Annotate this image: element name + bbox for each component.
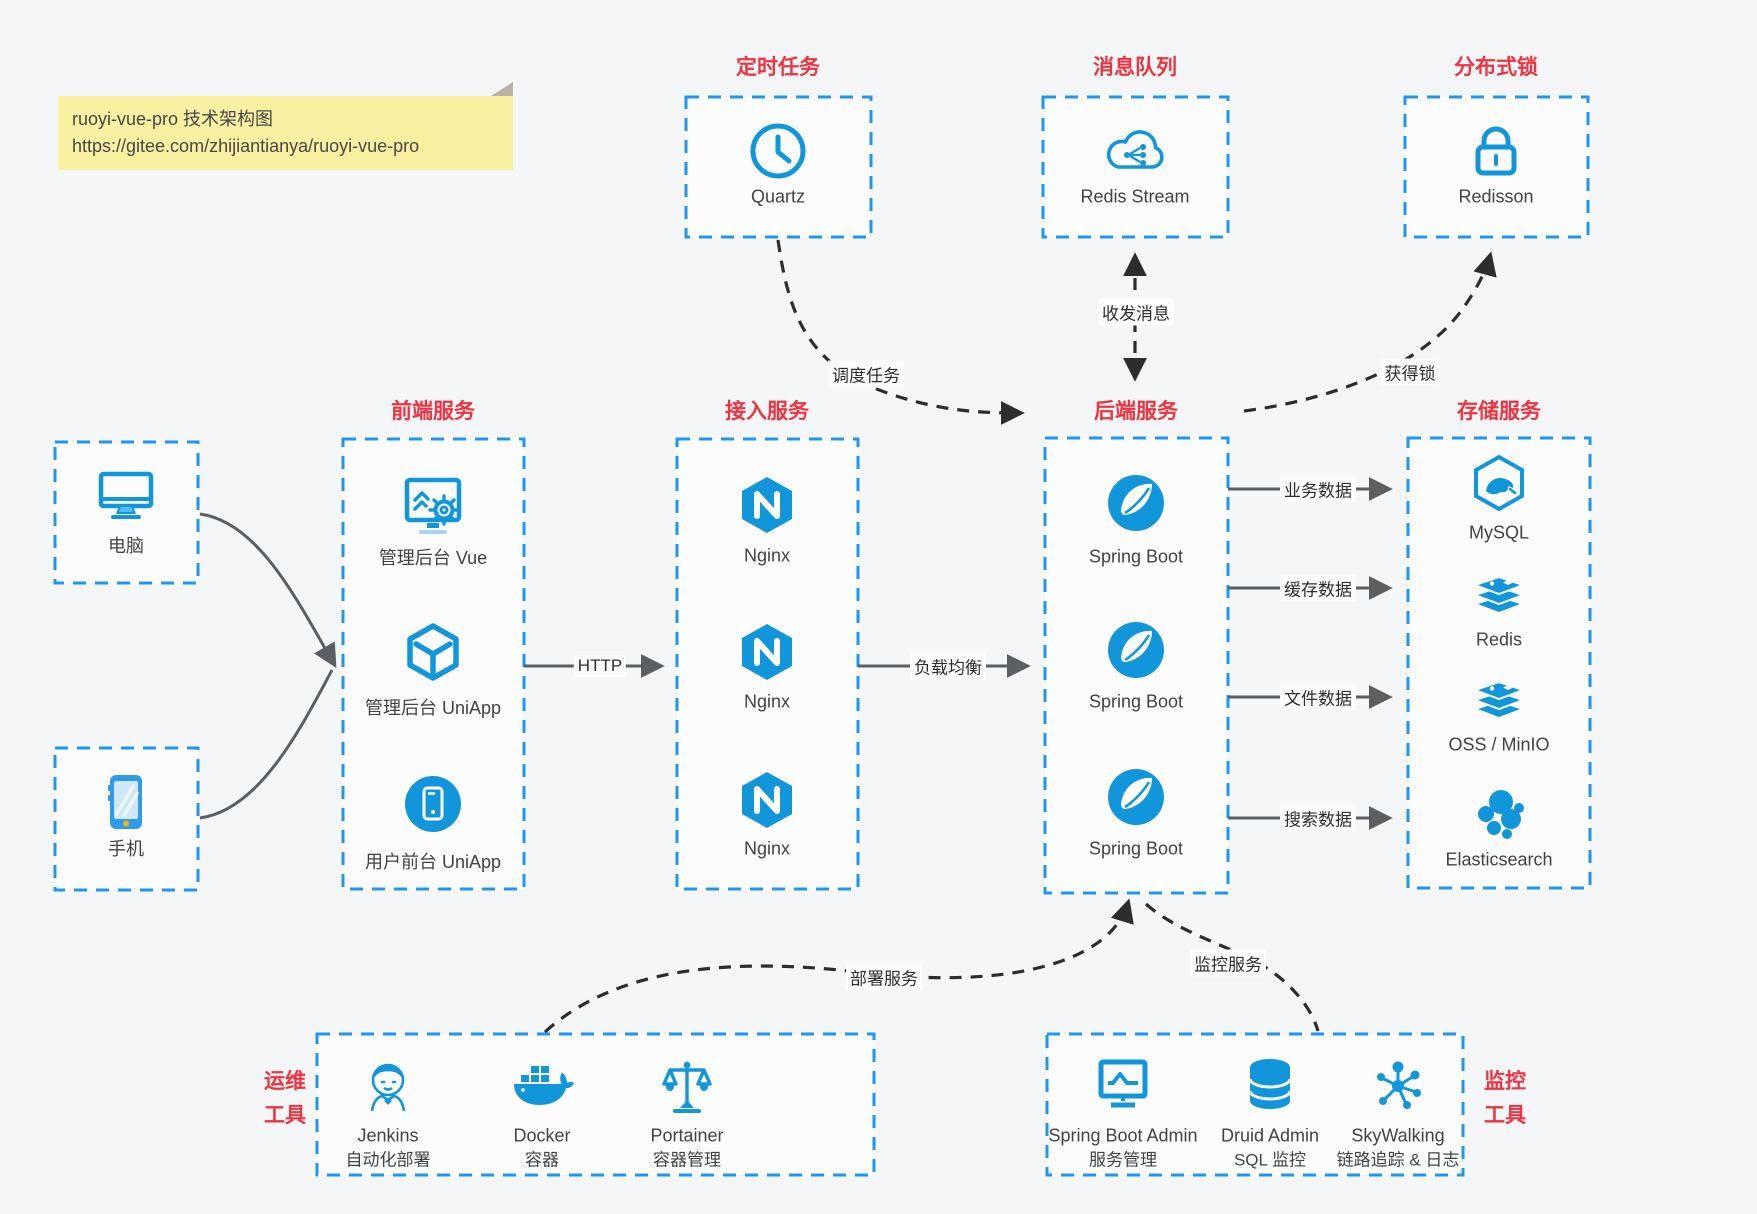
uniapp-cube-icon xyxy=(401,621,465,685)
admin-vue-icon xyxy=(399,473,467,537)
edge-label-monitor: 监控服务 xyxy=(1190,949,1266,977)
ops-tool-sub: 容器管理 xyxy=(653,1150,721,1170)
skywalking-icon xyxy=(1370,1056,1426,1112)
edge-label-messaging: 收发消息 xyxy=(1098,298,1174,326)
note-title: ruoyi-vue-pro 技术架构图 xyxy=(72,109,274,129)
mobile-icon xyxy=(102,771,150,833)
arrow-pc-to-frontend xyxy=(199,512,337,669)
druid-icon xyxy=(1244,1055,1296,1113)
edge-label-deploy: 部署服务 xyxy=(846,963,922,991)
lock-icon xyxy=(1466,119,1526,183)
storage-item-label: Redis xyxy=(1475,629,1523,650)
monitor-tool-name: Druid Admin xyxy=(1220,1125,1320,1146)
edge-label-cache-data: 缓存数据 xyxy=(1280,574,1356,602)
gateway-item-label: Nginx xyxy=(743,545,791,566)
desktop-icon xyxy=(95,468,157,526)
nginx-icon xyxy=(738,621,796,683)
springboot-admin-icon xyxy=(1093,1056,1153,1112)
frontend-item-label: 管理后台 UniApp xyxy=(364,698,502,718)
monitor-tools-label: 监控 工具 xyxy=(1484,1070,1526,1127)
box-quartz xyxy=(684,95,873,239)
ops-tool-sub: 容器 xyxy=(525,1150,559,1170)
arrow-acquire-lock xyxy=(1243,251,1497,413)
arrow-schedule xyxy=(776,239,1025,425)
title-frontend: 前端服务 xyxy=(391,400,475,423)
portainer-icon xyxy=(658,1056,716,1116)
edge-label-http: HTTP xyxy=(573,655,627,677)
elasticsearch-icon xyxy=(1471,785,1527,841)
gateway-item-label: Nginx xyxy=(743,691,791,712)
springboot-icon xyxy=(1105,766,1167,828)
title-storage: 存储服务 xyxy=(1457,400,1541,423)
edge-label-business-data: 业务数据 xyxy=(1280,475,1356,503)
client-pc-label: 电脑 xyxy=(108,536,144,556)
user-uniapp-icon xyxy=(401,772,465,836)
storage-item-label: Elasticsearch xyxy=(1445,849,1553,870)
monitor-tool-sub: 链路追踪 & 日志 xyxy=(1336,1150,1460,1170)
monitor-tool-name: Spring Boot Admin xyxy=(1048,1125,1198,1146)
note-fold-corner xyxy=(491,82,513,96)
frontend-item-label: 用户前台 UniApp xyxy=(364,852,502,872)
mysql-icon xyxy=(1470,454,1528,512)
redis-stream-label: Redis Stream xyxy=(1080,186,1190,207)
arrow-phone-to-frontend xyxy=(199,669,334,820)
title-gateway: 接入服务 xyxy=(725,400,809,423)
clock-icon xyxy=(746,119,810,183)
title-backend: 后端服务 xyxy=(1094,400,1178,423)
edge-label-file-data: 文件数据 xyxy=(1280,683,1356,711)
redis-icon xyxy=(1468,564,1530,620)
title-message-queue: 消息队列 xyxy=(1093,56,1177,79)
springboot-icon xyxy=(1105,472,1167,534)
edge-label-search-data: 搜索数据 xyxy=(1280,804,1356,832)
nginx-icon xyxy=(738,769,796,831)
backend-item-label: Spring Boot xyxy=(1088,838,1184,859)
client-phone-label: 手机 xyxy=(108,839,144,859)
edge-label-schedule: 调度任务 xyxy=(828,360,904,388)
edge-label-load-balance: 负载均衡 xyxy=(910,652,986,680)
backend-item-label: Spring Boot xyxy=(1088,691,1184,712)
title-scheduled-tasks: 定时任务 xyxy=(736,56,820,79)
docker-icon xyxy=(509,1060,575,1112)
storage-item-label: MySQL xyxy=(1468,522,1530,543)
title-distributed-lock: 分布式锁 xyxy=(1454,56,1538,79)
redisson-label: Redisson xyxy=(1458,186,1534,207)
note-url: https://gitee.com/zhijiantianya/ruoyi-vu… xyxy=(72,136,420,156)
box-ops-tools xyxy=(315,1032,876,1177)
ops-tool-sub: 自动化部署 xyxy=(345,1150,431,1170)
frontend-item-label: 管理后台 Vue xyxy=(378,548,488,568)
monitor-tool-sub: SQL 监控 xyxy=(1233,1150,1307,1170)
monitor-tool-name: SkyWalking xyxy=(1351,1125,1445,1146)
monitor-tool-sub: 服务管理 xyxy=(1089,1150,1157,1170)
arrow-deploy xyxy=(543,898,1134,1034)
ops-tool-name: Docker xyxy=(513,1125,571,1146)
springboot-icon xyxy=(1105,619,1167,681)
sticky-note: ruoyi-vue-pro 技术架构图 https://gitee.com/zh… xyxy=(58,82,513,170)
jenkins-icon xyxy=(360,1057,416,1115)
quartz-label: Quartz xyxy=(750,186,806,207)
cloud-stream-icon xyxy=(1100,122,1170,180)
nginx-icon xyxy=(738,474,796,536)
ops-tool-name: Portainer xyxy=(650,1125,724,1146)
box-redisson xyxy=(1403,95,1590,239)
backend-item-label: Spring Boot xyxy=(1088,546,1184,567)
minio-icon xyxy=(1468,669,1530,725)
gateway-item-label: Nginx xyxy=(743,838,791,859)
storage-item-label: OSS / MinIO xyxy=(1448,734,1550,755)
ops-tool-name: Jenkins xyxy=(357,1125,419,1146)
ops-tools-label: 运维 工具 xyxy=(264,1070,306,1127)
edge-label-acquire-lock: 获得锁 xyxy=(1380,358,1440,386)
